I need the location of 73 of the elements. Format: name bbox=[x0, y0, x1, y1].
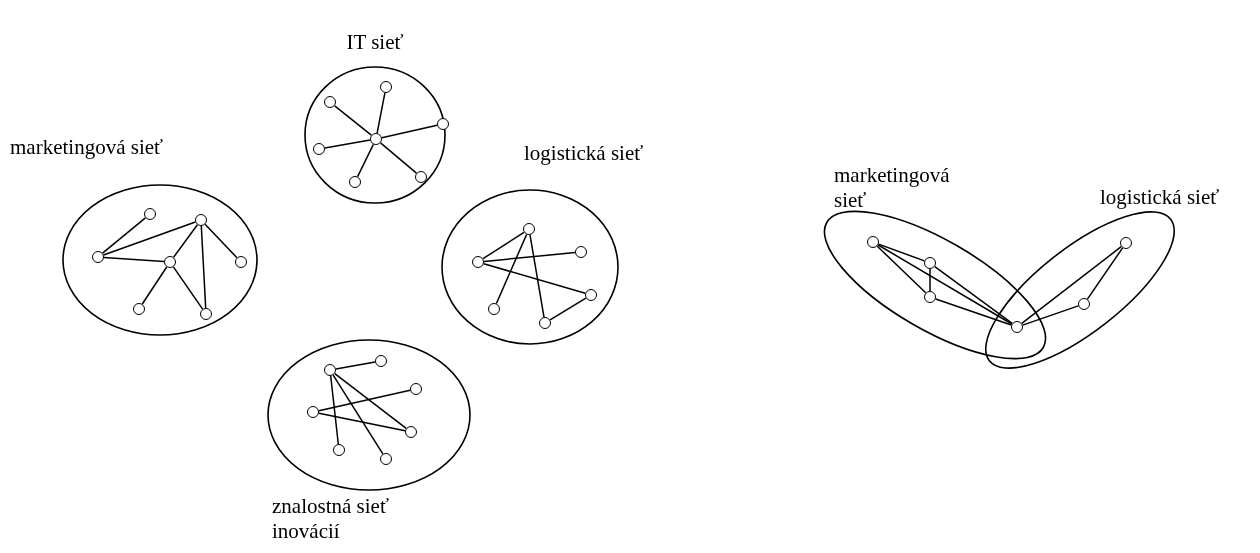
network-node bbox=[867, 236, 879, 248]
network-node bbox=[924, 291, 936, 303]
connection-line bbox=[379, 142, 418, 174]
connection-line bbox=[356, 143, 375, 178]
connection-line bbox=[101, 217, 147, 254]
connection-line bbox=[1021, 305, 1080, 326]
connection-line bbox=[172, 266, 204, 310]
connection-line bbox=[204, 223, 238, 259]
network-label: znalostná sieť inovácií bbox=[272, 494, 390, 544]
connection-line bbox=[376, 92, 386, 134]
connection-line bbox=[102, 221, 197, 256]
connection-line bbox=[334, 372, 407, 430]
connection-line bbox=[335, 361, 376, 370]
network-node bbox=[575, 246, 587, 258]
network-node bbox=[924, 257, 936, 269]
connection-line bbox=[333, 105, 373, 136]
connection-line bbox=[172, 224, 199, 258]
connection-line bbox=[381, 124, 438, 139]
network-node bbox=[488, 303, 500, 315]
connection-line bbox=[318, 412, 406, 432]
connection-line bbox=[495, 233, 528, 305]
connection-line bbox=[483, 262, 586, 295]
connection-line bbox=[929, 268, 931, 292]
network-node bbox=[370, 133, 382, 145]
connection-line bbox=[934, 298, 1013, 326]
connection-line bbox=[529, 234, 545, 318]
network-node bbox=[313, 143, 325, 155]
network-node bbox=[472, 256, 484, 268]
network-node bbox=[349, 176, 361, 188]
network-label: logistická sieť bbox=[524, 141, 645, 166]
network-node bbox=[144, 208, 156, 220]
network-node bbox=[405, 426, 417, 438]
network-node bbox=[380, 81, 392, 93]
network-node bbox=[1120, 237, 1132, 249]
connection-line bbox=[329, 375, 340, 445]
network-label: logistická sieť bbox=[1100, 185, 1221, 210]
network-label: marketingová sieť bbox=[834, 163, 951, 213]
network-node bbox=[195, 214, 207, 226]
network-node bbox=[333, 444, 345, 456]
connection-line bbox=[1021, 245, 1122, 325]
network-node bbox=[380, 453, 392, 465]
network-label: marketingová sieť bbox=[10, 135, 164, 160]
connection-line bbox=[1086, 247, 1124, 300]
connection-line bbox=[200, 225, 207, 309]
connection-line bbox=[483, 251, 576, 263]
connection-line bbox=[876, 245, 927, 294]
network-node bbox=[523, 223, 535, 235]
network-node bbox=[164, 256, 176, 268]
connection-line bbox=[877, 243, 926, 262]
network-node bbox=[415, 171, 427, 183]
network-node bbox=[133, 303, 145, 315]
network-label: IT sieť bbox=[345, 30, 405, 55]
connection-line bbox=[934, 265, 1013, 325]
network-node bbox=[1078, 298, 1090, 310]
network-node bbox=[324, 96, 336, 108]
connection-line bbox=[482, 231, 525, 260]
network-node bbox=[1011, 321, 1023, 333]
network-node bbox=[410, 383, 422, 395]
network-node bbox=[324, 364, 336, 376]
network-node bbox=[200, 308, 212, 320]
network-node bbox=[307, 406, 319, 418]
connection-line bbox=[332, 374, 384, 455]
network-node bbox=[437, 118, 449, 130]
connection-line bbox=[549, 297, 587, 321]
connection-line bbox=[318, 389, 411, 412]
network-node bbox=[92, 251, 104, 263]
connection-line bbox=[877, 244, 1013, 325]
connection-line bbox=[103, 256, 165, 263]
network-node bbox=[375, 355, 387, 367]
network-node bbox=[539, 317, 551, 329]
network-node bbox=[585, 289, 597, 301]
connection-line bbox=[141, 266, 168, 305]
network-node bbox=[235, 256, 247, 268]
